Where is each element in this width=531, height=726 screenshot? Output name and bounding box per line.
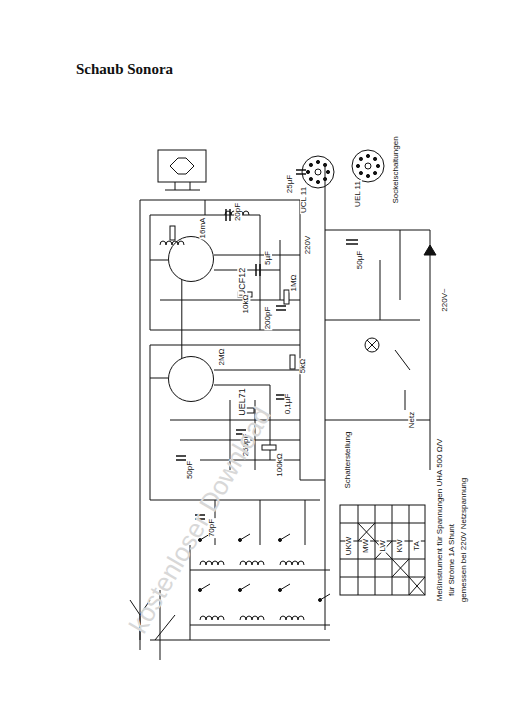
component-value: Netz	[408, 411, 416, 429]
coil-winding	[200, 561, 224, 565]
supply-wires	[325, 230, 430, 470]
socket-pin	[323, 163, 326, 166]
component-value: 200pF	[264, 306, 272, 331]
rectifier-diode	[424, 245, 436, 255]
component-value: 220V	[304, 235, 312, 256]
triode-wires	[150, 240, 300, 300]
socket-pin	[326, 170, 329, 173]
component-value: 25µF	[286, 174, 294, 194]
component-value: 100kΩ	[276, 452, 284, 477]
coil-winding	[280, 616, 304, 620]
component-value: UEL 11	[354, 180, 362, 208]
switch-table	[340, 505, 425, 595]
component-value: für Ströme 1A Shunt	[448, 523, 456, 597]
switch-blade	[200, 584, 210, 590]
socket-pin	[373, 171, 376, 174]
tube-envelope: UCF12	[168, 236, 214, 282]
component-value: TA	[413, 540, 421, 552]
component-value: 5µF	[264, 250, 272, 266]
tube-socket-diagrams	[302, 150, 384, 188]
component-value: UKW	[345, 536, 353, 557]
component-value: 10kΩ	[242, 294, 250, 315]
component-value: Schalterstellung	[344, 431, 352, 490]
component-value: 16mA	[199, 217, 207, 240]
tube-envelope: UEL71	[168, 356, 214, 402]
socket-pin	[359, 171, 362, 174]
component-value: 50pF	[186, 460, 194, 480]
socket-pin	[366, 154, 369, 157]
component-value: Sockelschaltungen	[392, 135, 400, 204]
switch-blade	[320, 594, 330, 600]
tube-type: UEL71	[237, 387, 247, 417]
socket-pin	[376, 164, 379, 167]
component-value: 1MΩ	[290, 273, 298, 292]
component-value: 2MΩ	[218, 347, 226, 366]
switch-contacts	[199, 534, 331, 602]
component-value: MW	[362, 538, 370, 554]
watermark: kostenloser Download	[124, 402, 275, 638]
component-value: gemessen bei 220V Netzspannung	[460, 477, 468, 604]
socket-pin	[366, 174, 369, 177]
component-value: 220V~	[441, 287, 449, 312]
component-value: 20pF	[234, 202, 242, 222]
socket-pin	[359, 157, 362, 160]
loudspeaker-symbol	[158, 150, 206, 190]
heater-wire	[181, 279, 182, 359]
socket-pin	[309, 163, 312, 166]
component-value: LW	[379, 539, 387, 552]
switch-blade	[240, 584, 250, 590]
coil-winding	[240, 616, 264, 620]
socket-pin	[316, 180, 319, 183]
diagram-title: Schaub Sonora	[75, 62, 174, 77]
component-value: 50µF	[356, 250, 364, 270]
coil-winding	[240, 561, 264, 565]
coil-winding	[280, 561, 304, 565]
switch-blade	[240, 534, 250, 540]
socket-pins	[306, 154, 379, 183]
component-value: KW	[396, 539, 404, 554]
capacitor-symbols	[176, 170, 358, 519]
resistor-symbols	[170, 226, 295, 450]
component-value: 0,1µF	[284, 393, 292, 416]
socket-pin	[306, 170, 309, 173]
socket-pin	[356, 164, 359, 167]
output-wires	[150, 215, 300, 330]
socket-pin	[316, 160, 319, 163]
switch-blade	[280, 584, 290, 590]
mains-switch	[395, 350, 410, 410]
pilot-lamp	[365, 338, 379, 352]
socket-pin	[373, 157, 376, 160]
component-value: Meßinstrument für Spannungen UHA 500 Ω/V	[436, 438, 444, 603]
switch-blade	[280, 534, 290, 540]
socket-pin	[323, 177, 326, 180]
socket-pin	[309, 177, 312, 180]
component-value: 5kΩ	[299, 358, 307, 374]
component-value: UCL 11	[300, 186, 308, 214]
coil-winding	[200, 616, 224, 620]
coil-winding	[160, 241, 184, 245]
pilot-lamp-cross	[367, 340, 377, 350]
